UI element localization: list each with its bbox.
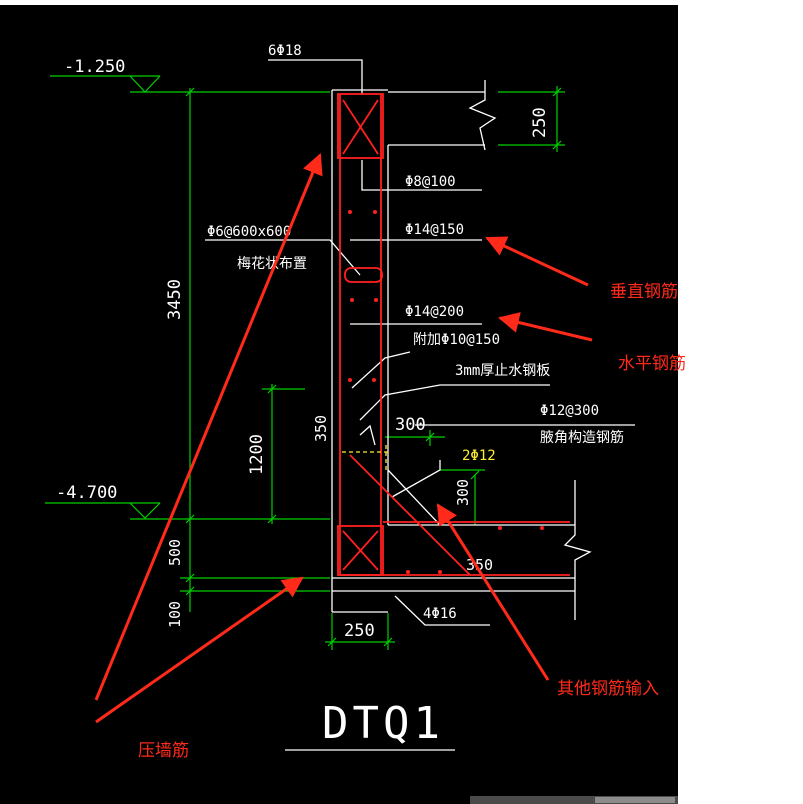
label-tie-bars-1: Φ6@600x600 <box>207 224 291 240</box>
label-stirrup: Φ8@100 <box>405 174 456 190</box>
dimension-lines <box>45 75 565 650</box>
elevation-top: -1.250 <box>64 57 125 77</box>
annotation-horizontal-rebar: 水平钢筋 <box>618 354 686 374</box>
dim-300-side: 300 <box>454 479 472 506</box>
dim-300-top: 300 <box>395 415 426 435</box>
arrow-wall-press-2 <box>95 576 304 724</box>
label-waterstop: 3mm厚止水钢板 <box>455 363 550 379</box>
dim-1200: 1200 <box>247 434 267 475</box>
rebar-cage <box>337 93 570 576</box>
label-horizontal-1: Φ14@200 <box>405 304 464 320</box>
annotation-vertical-rebar: 垂直钢筋 <box>610 282 678 302</box>
scrollbar-track[interactable] <box>470 796 678 804</box>
label-vertical: Φ14@150 <box>405 222 464 238</box>
arrow-wall-press-1 <box>94 153 323 701</box>
arrow-horizontal-rebar <box>497 312 593 342</box>
label-bottom-bars: 4Φ16 <box>423 606 457 622</box>
dim-350-left: 350 <box>312 415 330 442</box>
cad-canvas <box>0 5 678 804</box>
dim-total-height: 3450 <box>165 279 185 320</box>
scrollbar-thumb[interactable] <box>595 797 675 803</box>
arrow-vertical-rebar <box>485 236 589 287</box>
label-tie-bars-2: 梅花状布置 <box>237 256 307 272</box>
label-haunch-2: 腋角构造钢筋 <box>540 429 624 446</box>
annotation-other-rebar: 其他钢筋输入 <box>557 679 659 699</box>
label-haunch-bars: 2Φ12 <box>462 448 496 464</box>
rebar-dots <box>348 210 544 574</box>
elevation-bottom: -4.700 <box>56 483 117 503</box>
label-top-bars: 6Φ18 <box>268 43 302 59</box>
drawing-title: DTQ1 <box>322 698 444 749</box>
dim-100: 100 <box>166 601 184 628</box>
dim-250-right: 250 <box>530 107 550 138</box>
dim-250-bottom: 250 <box>344 621 375 641</box>
structure-outline <box>205 59 635 751</box>
label-haunch-1: Φ12@300 <box>540 403 599 419</box>
annotation-wall-press: 压墙筋 <box>138 741 189 761</box>
dim-500: 500 <box>166 539 184 566</box>
label-horizontal-2: 附加Φ10@150 <box>413 332 500 348</box>
annotation-arrows <box>94 153 593 724</box>
arrow-other-rebar <box>436 503 550 681</box>
